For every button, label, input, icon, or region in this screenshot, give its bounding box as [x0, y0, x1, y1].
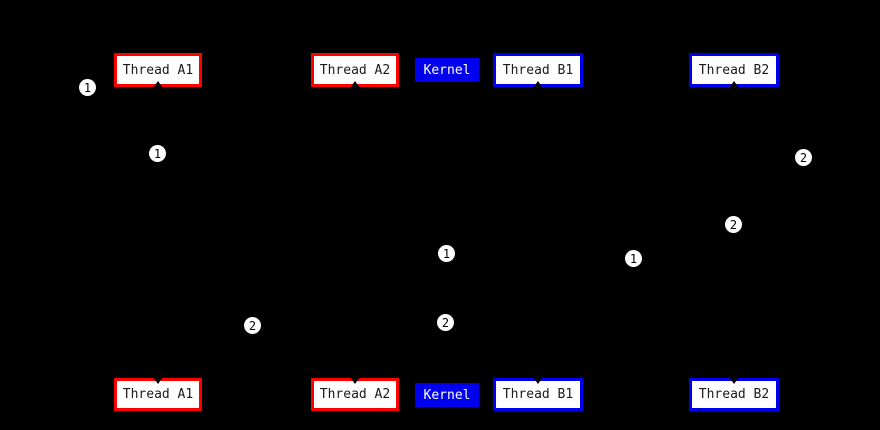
- node-label: Thread A2: [319, 62, 391, 78]
- sequence-marker: 1: [438, 245, 455, 262]
- node-thread-a1-bottom: Thread A1: [114, 377, 202, 411]
- node-thread-b2-top: Thread B2: [689, 53, 779, 88]
- node-label: Thread B1: [502, 387, 574, 402]
- node-label: Thread B1: [502, 62, 574, 78]
- arrowhead-notch: [153, 81, 163, 88]
- sequence-marker: 1: [149, 145, 166, 162]
- node-label: Kernel: [423, 387, 471, 403]
- sequence-marker: 1: [625, 250, 642, 267]
- node-label: Thread A1: [122, 62, 194, 78]
- arrowhead-notch: [533, 81, 543, 88]
- sequence-marker: 2: [795, 149, 812, 166]
- arrowhead-notch: [729, 81, 739, 88]
- node-label: Thread B2: [698, 387, 770, 402]
- sequence-marker: 2: [437, 314, 454, 331]
- sequence-marker: 1: [79, 79, 96, 96]
- node-label: Thread B2: [698, 62, 770, 78]
- arrowhead-notch: [729, 377, 739, 384]
- arrowhead-notch: [350, 81, 360, 88]
- node-kernel-bottom: Kernel: [415, 383, 479, 407]
- node-label: Kernel: [423, 62, 471, 78]
- node-thread-b1-bottom: Thread B1: [493, 377, 583, 411]
- node-label: Thread A1: [122, 387, 194, 402]
- sequence-marker: 2: [725, 216, 742, 233]
- node-thread-b1-top: Thread B1: [493, 53, 583, 88]
- node-thread-b2-bottom: Thread B2: [689, 377, 779, 411]
- node-thread-a2-top: Thread A2: [311, 53, 399, 88]
- node-thread-a1-top: Thread A1: [114, 53, 202, 88]
- sequence-marker: 2: [244, 317, 261, 334]
- node-kernel-top: Kernel: [415, 58, 479, 82]
- arrowhead-notch: [153, 377, 163, 384]
- arrowhead-notch: [350, 377, 360, 384]
- arrowhead-notch: [533, 377, 543, 384]
- node-thread-a2-bottom: Thread A2: [311, 377, 399, 411]
- node-label: Thread A2: [319, 387, 391, 402]
